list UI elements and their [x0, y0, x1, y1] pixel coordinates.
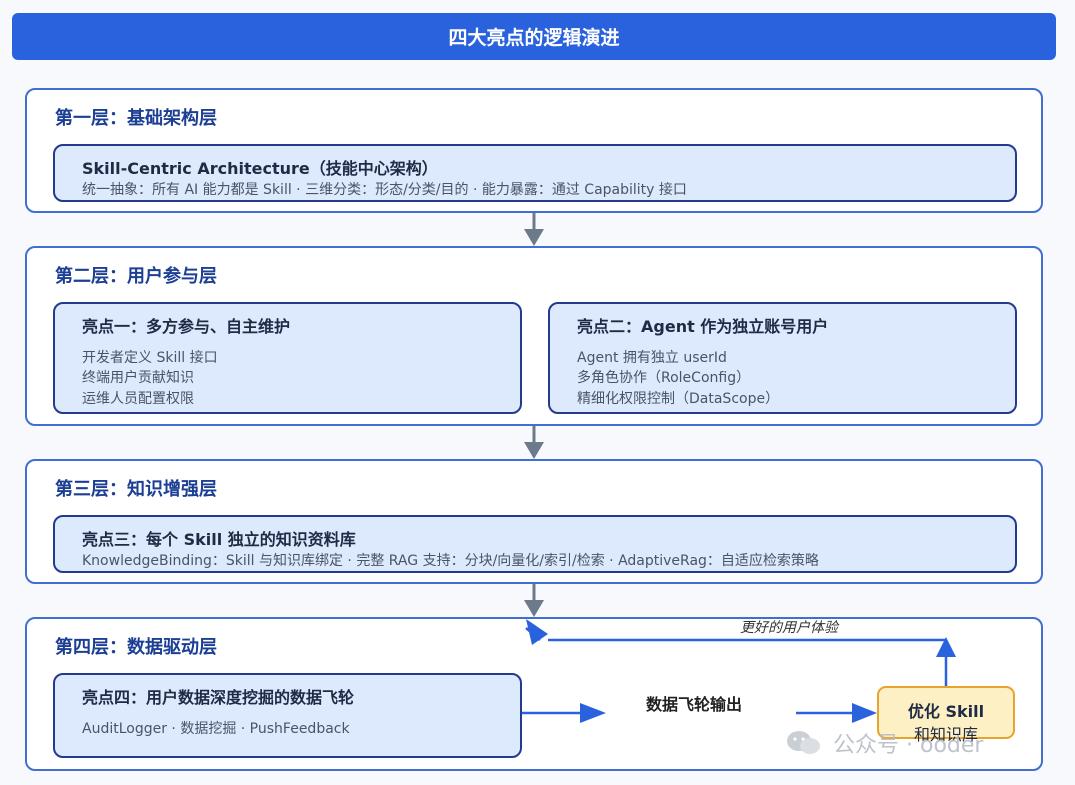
arrow-output-to-optimize	[796, 703, 877, 723]
highlight-1-card: 亮点一：多方参与、自主维护 开发者定义 Skill 接口 终端用户贡献知识 运维…	[53, 302, 522, 414]
highlight-3-desc: KnowledgeBinding：Skill 与知识库绑定 · 完整 RAG 支…	[82, 553, 819, 569]
optimize-line-1: 优化 Skill	[907, 702, 985, 721]
layer-4-title: 第四层：数据驱动层	[55, 637, 217, 658]
diagram-title: 四大亮点的逻辑演进	[12, 13, 1056, 60]
highlight-2-line-2: 多角色协作（RoleConfig）	[577, 370, 751, 386]
arrow-feedback-loop	[525, 619, 946, 645]
highlight-1-line-1: 开发者定义 Skill 接口	[82, 350, 218, 366]
skill-centric-card-title: Skill-Centric Architecture（技能中心架构）	[82, 159, 438, 178]
highlight-2-card: 亮点二：Agent 作为独立账号用户 Agent 拥有独立 userId 多角色…	[548, 302, 1017, 414]
wechat-icon	[787, 731, 820, 754]
highlight-4-desc: AuditLogger · 数据挖掘 · PushFeedback	[82, 721, 350, 737]
highlight-1-line-3: 运维人员配置权限	[82, 391, 194, 407]
layer-3: 第三层：知识增强层 亮点三：每个 Skill 独立的知识资料库 Knowledg…	[25, 459, 1043, 584]
optimize-line-2: 和知识库	[913, 725, 978, 744]
highlight-4-title: 亮点四：用户数据深度挖掘的数据飞轮	[82, 688, 355, 707]
highlight-1-title: 亮点一：多方参与、自主维护	[82, 317, 291, 336]
layer-2-title: 第二层：用户参与层	[55, 266, 217, 287]
highlight-2-title: 亮点二：Agent 作为独立账号用户	[577, 317, 829, 336]
skill-centric-card-desc: 统一抽象：所有 AI 能力都是 Skill · 三维分类：形态/分类/目的 · …	[82, 182, 687, 198]
layer-1: 第一层：基础架构层 Skill-Centric Architecture（技能中…	[25, 88, 1043, 213]
layer-2: 第二层：用户参与层 亮点一：多方参与、自主维护 开发者定义 Skill 接口 终…	[25, 246, 1043, 426]
highlight-2-line-3: 精细化权限控制（DataScope）	[577, 391, 780, 407]
layer-3-title: 第三层：知识增强层	[55, 479, 217, 500]
arrow-layer1-to-layer2	[524, 213, 544, 246]
arrow-layer3-to-layer4	[524, 584, 544, 617]
highlight-4-card: 亮点四：用户数据深度挖掘的数据飞轮 AuditLogger · 数据挖掘 · P…	[53, 673, 522, 758]
highlight-3-title: 亮点三：每个 Skill 独立的知识资料库	[82, 530, 356, 549]
watermark-text: 公众号 · ooder	[833, 733, 984, 758]
highlight-1-line-2: 终端用户贡献知识	[82, 370, 194, 386]
highlight-3-card: 亮点三：每个 Skill 独立的知识资料库 KnowledgeBinding：S…	[53, 515, 1017, 573]
arrow-card-to-output	[522, 703, 606, 723]
highlight-2-line-1: Agent 拥有独立 userId	[577, 350, 727, 366]
arrow-optimize-up	[936, 637, 956, 686]
skill-centric-card: Skill-Centric Architecture（技能中心架构） 统一抽象：…	[53, 144, 1017, 202]
watermark: 公众号 · ooder	[785, 727, 983, 759]
arrow-layer2-to-layer3	[524, 426, 544, 459]
optimize-skill-box: 优化 Skill 和知识库	[877, 686, 1015, 744]
layer-1-title: 第一层：基础架构层	[55, 108, 217, 129]
feedback-label: 更好的用户体验	[740, 620, 838, 636]
flywheel-output-label: 数据飞轮输出	[646, 695, 743, 714]
